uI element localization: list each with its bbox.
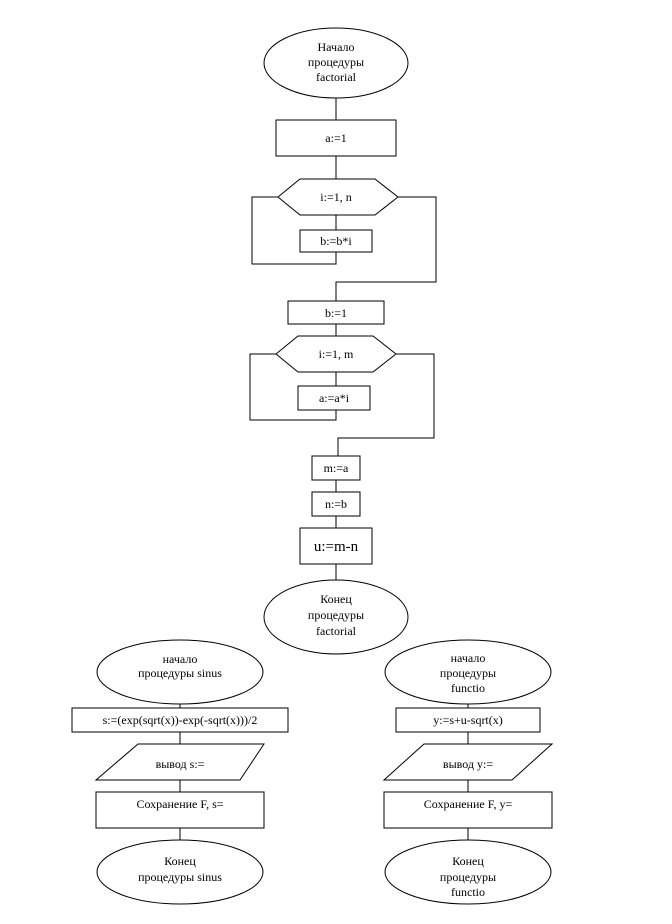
label: factorial — [316, 70, 357, 84]
label: процедуры — [440, 666, 496, 680]
label: u:=m-n — [314, 539, 359, 555]
assign-u-process: u:=m-n — [299, 527, 373, 565]
sinus-save-process: Сохранение F, s= — [95, 791, 265, 829]
body1-process: b:=b*i — [299, 229, 373, 253]
label: s:=(exp(sqrt(x))-exp(-sqrt(x)))/2 — [103, 713, 258, 727]
label: процедуры sinus — [138, 666, 222, 680]
connectors — [179, 98, 469, 840]
label: factorial — [316, 624, 357, 638]
label: i:=1, m — [319, 347, 354, 361]
functio-calc-process: y:=s+u-sqrt(x) — [395, 707, 541, 733]
init-b-process: b:=1 — [287, 300, 385, 325]
sinus-start-terminator: начало процедуры sinus — [96, 639, 264, 705]
loop1-hexagon: i:=1, n — [277, 178, 399, 216]
label: процедуры — [440, 870, 496, 884]
label: начало — [163, 652, 198, 666]
functio-output-parallelogram: вывод y:= — [382, 743, 554, 781]
functio-end-terminator: Конец процедуры functio — [384, 839, 552, 905]
label: Начало — [318, 40, 355, 54]
label: Сохранение F, s= — [136, 797, 223, 811]
init-a-process: a:=1 — [275, 119, 397, 157]
label: m:=a — [324, 461, 349, 475]
sinus-calc-process: s:=(exp(sqrt(x))-exp(-sqrt(x)))/2 — [71, 707, 289, 733]
label: процедуры sinus — [138, 870, 222, 884]
label: Конец — [452, 854, 484, 868]
label: вывод s:= — [156, 757, 205, 771]
label: начало — [451, 651, 486, 665]
loop2-hexagon: i:=1, m — [275, 335, 397, 373]
body2-process: a:=a*i — [297, 385, 371, 411]
label: процедуры — [308, 608, 364, 622]
label: вывод y:= — [443, 757, 493, 771]
label: Конец — [164, 854, 196, 868]
label: Конец — [320, 592, 352, 606]
label: b:=1 — [325, 306, 347, 320]
label: i:=1, n — [320, 190, 351, 204]
label: n:=b — [325, 497, 347, 511]
label: b:=b*i — [320, 234, 352, 248]
assign-n-process: n:=b — [311, 491, 361, 517]
label: процедуры — [308, 55, 364, 69]
label: y:=s+u-sqrt(x) — [433, 713, 503, 727]
sinus-output-parallelogram: вывод s:= — [94, 743, 265, 781]
functio-save-process: Сохранение F, y= — [383, 791, 553, 829]
sinus-end-terminator: Конец процедуры sinus — [96, 839, 264, 905]
factorial-end-terminator: Конец процедуры factorial — [263, 579, 409, 655]
assign-m-process: m:=a — [311, 455, 361, 481]
label: Сохранение F, y= — [424, 797, 513, 811]
label: a:=a*i — [319, 391, 350, 405]
factorial-start-terminator: Начало процедуры factorial — [263, 27, 409, 99]
label: a:=1 — [325, 131, 346, 145]
label: functio — [451, 885, 485, 899]
functio-start-terminator: начало процедуры functio — [384, 639, 552, 705]
label: functio — [451, 681, 485, 695]
